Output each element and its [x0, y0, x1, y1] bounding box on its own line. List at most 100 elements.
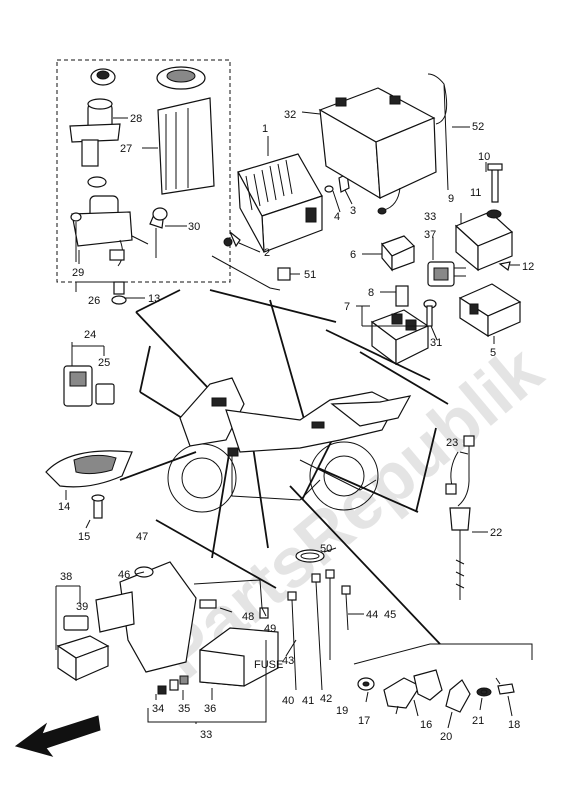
battery [318, 73, 449, 215]
relay-5 [458, 283, 522, 338]
callout-36: 36 [204, 703, 216, 715]
callout-34: 34 [152, 703, 164, 715]
callout-52: 52 [472, 121, 484, 133]
callout-19: 19 [336, 705, 348, 717]
bolt-10 [487, 163, 503, 203]
callout-22: 22 [490, 527, 502, 539]
callout-20: 20 [440, 731, 452, 743]
callout-14: 14 [58, 501, 70, 513]
cable-ties [287, 569, 351, 691]
leader-sidestand [289, 485, 441, 645]
washer-4 [324, 185, 334, 193]
callout-26: 26 [88, 295, 100, 307]
leader-fuse2 [211, 447, 231, 559]
callout-18: 18 [508, 719, 520, 731]
leader-neutral [317, 467, 419, 513]
leader-relay2 [359, 351, 449, 405]
sidestand-switch [357, 669, 515, 713]
callout-4: 4 [334, 211, 340, 223]
callout-25: 25 [98, 357, 110, 369]
wire-lead-51 [211, 255, 281, 291]
coupler-33-37 [427, 261, 466, 287]
leader-rect [269, 299, 307, 427]
callout-50: 50 [320, 543, 332, 555]
callout-2: 2 [264, 247, 270, 259]
leader-band2 [301, 431, 337, 501]
callout-44: 44 [366, 609, 378, 621]
callout-35: 35 [178, 703, 190, 715]
callout-49: 49 [264, 623, 276, 635]
starter-relay-9 [454, 211, 514, 272]
callout-51: 51 [304, 269, 316, 281]
leader-topleft [135, 289, 181, 313]
relay-coupler-24-25 [63, 365, 115, 407]
callout-13: 13 [148, 293, 160, 305]
small-fuses [157, 675, 189, 695]
callout-29: 29 [72, 267, 84, 279]
callout-21: 21 [472, 715, 484, 727]
callout-32: 32 [284, 109, 296, 121]
coupler-38-39 [56, 615, 110, 682]
callout-45: 45 [384, 609, 396, 621]
sidestand-frame [353, 643, 533, 665]
leader-horn2 [119, 451, 197, 481]
fuse-box-label: FUSE [254, 659, 283, 671]
callout-labels: 1 2 3 4 5 6 7 8 9 10 11 12 13 14 15 16 1… [58, 109, 534, 743]
callout-30: 30 [188, 221, 200, 233]
leader-band [251, 439, 269, 549]
callout-31: 31 [430, 337, 442, 349]
callout-11: 11 [470, 187, 481, 199]
callout-39: 39 [76, 601, 88, 613]
callout-33-bottom: 33 [200, 729, 212, 741]
callout-41: 41 [302, 695, 314, 707]
callout-37: 37 [424, 229, 436, 241]
callout-42: 42 [320, 693, 332, 705]
leader-switch [135, 311, 211, 391]
callout-17: 17 [358, 715, 370, 727]
neutral-switch-lead [445, 435, 475, 600]
leader-relay [325, 329, 431, 381]
arrow-left-icon [14, 715, 101, 757]
callout-24: 24 [84, 329, 96, 341]
callout-10: 10 [478, 151, 490, 163]
callout-5: 5 [490, 347, 496, 359]
callout-8: 8 [368, 287, 374, 299]
main-switch-assembly [69, 66, 215, 305]
motorcycle-outline [167, 377, 412, 513]
callout-3: 3 [350, 205, 356, 217]
fuse-box: FUSE [199, 627, 283, 687]
leader-horn-frame [139, 345, 151, 393]
callout-27: 27 [120, 143, 132, 155]
callout-12: 12 [522, 261, 534, 273]
washer-11 [486, 209, 502, 219]
callout-40: 40 [282, 695, 294, 707]
callout-48: 48 [242, 611, 254, 623]
callout-33-top: 33 [424, 211, 436, 223]
horn [45, 450, 133, 519]
callout-1: 1 [262, 123, 268, 135]
starter-relay-7 [370, 309, 430, 366]
bolt-31 [423, 299, 437, 327]
callout-23: 23 [446, 437, 458, 449]
group-33-bracket [147, 640, 267, 723]
leader-fuse [155, 519, 277, 589]
leader-neutral2 [415, 427, 437, 513]
fuse-box-bracket [95, 561, 269, 673]
callout-28: 28 [130, 113, 142, 125]
nut-12 [498, 261, 511, 272]
callout-43: 43 [282, 655, 294, 667]
callout-47: 47 [136, 531, 148, 543]
switch-group-frame [56, 59, 231, 283]
callout-9: 9 [448, 193, 454, 205]
leader-horn [139, 391, 183, 419]
leader-top [209, 289, 337, 323]
callout-6: 6 [350, 249, 356, 261]
rectifier-regulator [223, 153, 323, 253]
callout-15: 15 [78, 531, 90, 543]
callout-46: 46 [118, 569, 130, 581]
fuse-relay-8 [395, 285, 409, 307]
callout-7: 7 [344, 301, 350, 313]
callout-16: 16 [420, 719, 432, 731]
